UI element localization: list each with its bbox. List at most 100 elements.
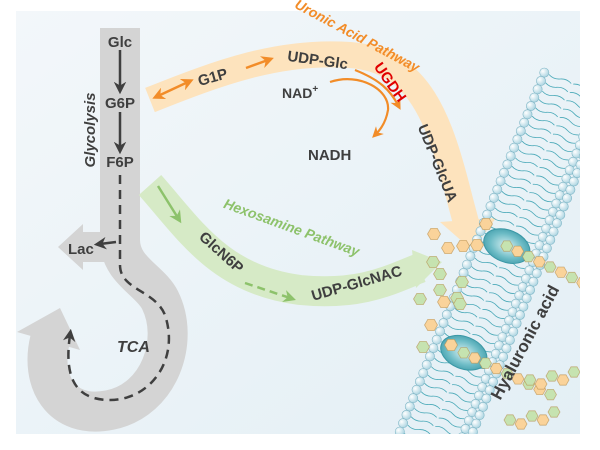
lipid-head — [499, 167, 509, 178]
lipid-tail — [508, 174, 532, 184]
lipid-head — [582, 124, 591, 133]
hyaluronic-acid-monomer — [503, 414, 517, 426]
lipid-head — [454, 441, 463, 450]
lipid-head — [512, 134, 523, 145]
metabolite-g6p: G6P — [105, 95, 135, 112]
hyaluronic-acid-monomer — [479, 357, 492, 369]
hyaluronic-acid-monomer — [532, 256, 546, 268]
lipid-tail — [474, 257, 498, 268]
hyaluronic-acid-monomer — [522, 250, 535, 263]
lipid-tail — [563, 108, 580, 119]
lipid-head — [441, 309, 452, 320]
lipid-tail — [432, 435, 454, 444]
lipid-head — [589, 107, 598, 116]
lipid-head — [548, 226, 559, 237]
hyaluronic-acid-monomer — [565, 271, 579, 284]
lipid-head — [478, 401, 488, 412]
hyaluronic-acid-monomer — [489, 362, 503, 375]
lipid-tail — [438, 417, 461, 428]
lipid-tail — [559, 117, 580, 127]
lipid-head — [488, 376, 498, 387]
hyaluronic-acid-monomer — [554, 266, 568, 278]
lipid-tail — [467, 274, 491, 285]
lipid-tail — [472, 334, 495, 345]
lipid-head — [552, 218, 562, 229]
lipid-tail — [420, 391, 444, 401]
lipid-head — [579, 153, 580, 160]
lipid-tail — [518, 149, 542, 159]
lipid-head — [558, 201, 569, 212]
lipid-tail — [499, 267, 522, 278]
lactate-label: Lac — [68, 241, 94, 258]
udp-glcua-monomer — [427, 227, 441, 241]
lipid-tail — [485, 300, 508, 311]
lipid-head — [502, 159, 513, 170]
hexosamine-band — [138, 175, 426, 307]
lipid-head — [583, 144, 592, 153]
lipid-tail — [430, 366, 454, 376]
lipid-head — [593, 118, 600, 127]
lipid-tail — [475, 325, 498, 336]
lipid-head — [435, 326, 445, 337]
lipid-tail — [495, 275, 519, 286]
lipid-head — [504, 335, 515, 345]
ugdh-reaction-arrow — [354, 68, 401, 110]
lipid-tail — [542, 158, 566, 169]
lipid-head — [481, 393, 492, 404]
udp-glcua-monomer — [456, 239, 470, 253]
lipid-head — [595, 90, 600, 99]
lipid-head — [518, 301, 529, 312]
lipid-head — [394, 426, 405, 434]
lipid-head — [539, 67, 550, 78]
udp-glcua-monomer — [424, 318, 438, 332]
nad-to-nadh-arrow — [329, 78, 390, 138]
lipid-head — [565, 184, 576, 195]
udp-glcnac-monomer — [433, 283, 447, 297]
lipid-head — [515, 126, 526, 136]
lipid-head — [492, 184, 503, 195]
hyaluronic-acid-monomer — [457, 347, 471, 359]
lipid-head — [592, 99, 600, 108]
hyaluronic-acid-monomer — [587, 283, 599, 293]
udp-glcua-monomer — [444, 338, 458, 352]
lipid-head — [421, 359, 432, 370]
lipid-tail — [521, 140, 545, 151]
sugar-monomers — [413, 217, 493, 354]
lipid-head — [542, 243, 552, 254]
lipid-tail — [445, 400, 468, 411]
lipid-head — [471, 418, 482, 429]
lipid-tail — [441, 409, 465, 420]
lipid-tail — [498, 199, 522, 209]
lipid-head — [495, 176, 506, 186]
lipid-head — [531, 268, 542, 279]
lipid-tail — [573, 83, 580, 86]
lipid-tail — [541, 90, 565, 101]
lipid-tail — [515, 157, 538, 168]
lipid-head — [511, 318, 522, 329]
lipid-head — [414, 376, 425, 387]
lipid-head — [596, 110, 600, 119]
lipid-tail — [552, 133, 576, 144]
hyaluronic-acid-monomer — [514, 418, 528, 430]
lipid-head — [515, 310, 525, 320]
lipid-tail — [546, 150, 569, 161]
lipid-tail — [489, 292, 512, 303]
lipid-tail — [429, 443, 451, 450]
lipid-head — [411, 384, 422, 395]
lipid-head — [484, 385, 495, 396]
glycolysis-labels: Glc G6P F6P Glycolysis Lac TCA — [68, 34, 150, 356]
lac-dashed-arrow — [93, 237, 117, 250]
lipid-tail — [404, 433, 406, 434]
lac-arrow-head — [58, 224, 83, 270]
lipid-tail — [451, 316, 475, 326]
lipid-tail — [526, 200, 549, 211]
lipid-tail — [532, 183, 556, 194]
lipid-tail — [447, 324, 471, 335]
glycolysis-dashed-flux — [62, 175, 171, 402]
lipid-tail — [504, 182, 528, 193]
lipid-head — [526, 101, 536, 111]
lipid-tail — [491, 216, 515, 226]
lipid-tail — [556, 125, 579, 136]
lipid-tail — [492, 284, 515, 294]
udp-glcua-monomer — [441, 241, 455, 255]
